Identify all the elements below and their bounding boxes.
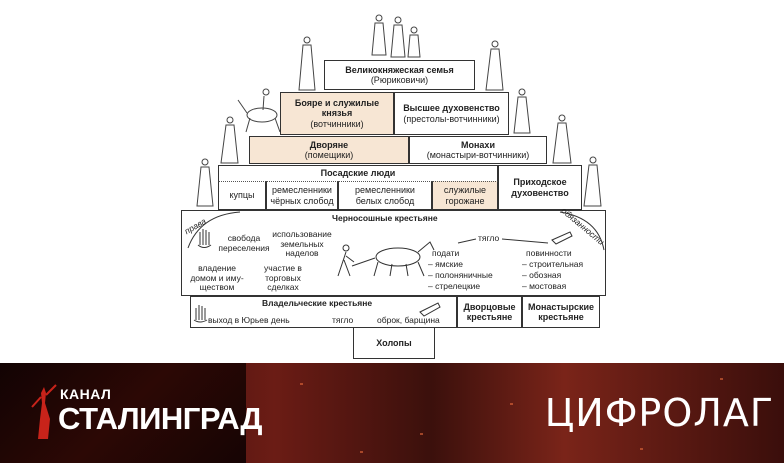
pointing-hand-icon [551, 231, 573, 245]
duty-item: – обозная [522, 270, 562, 280]
owner-peasants-box [190, 296, 457, 328]
tax-item: – полоняничные [428, 270, 493, 280]
raised-hand-icon [193, 305, 208, 323]
townsfolk-group-black: ремесленники чёрных слобод [266, 181, 338, 210]
parish-clergy-box: Приходское духовенство [498, 165, 582, 210]
tax-item: – ямские [428, 259, 463, 269]
raised-hand-icon [197, 229, 212, 248]
tyaglo-line-right [501, 238, 549, 244]
boyars-box: Бояре и служилые князья (вотчинники) [280, 92, 394, 135]
townsfolk-group-service: служилые горожане [432, 181, 498, 210]
black-sown-peasants-title: Черносошные крестьяне [332, 213, 438, 223]
higher-clergy-box: Высшее духовенство (престолы-вотчинники) [394, 92, 509, 135]
boyars-title: Бояре и служилые князья [294, 97, 380, 119]
channel-banner: КАНАЛ СТАЛИНГРАД ЦИФРОЛАГ [0, 363, 784, 463]
tier5-illustration [187, 211, 605, 277]
serfs-box: Холопы [353, 328, 435, 359]
townsfolk-group-merchants: купцы [218, 181, 266, 210]
townsfolk-group-label: ремесленники чёрных слобод [270, 185, 334, 206]
rights-arc [187, 211, 241, 249]
plowman-horse-icon [337, 241, 435, 277]
owner-item: тягло [332, 315, 354, 325]
duties-title: повинности [526, 248, 572, 258]
townsfolk-group-label: ремесленники белых слобод [355, 185, 415, 206]
duty-item: – строительная [522, 259, 584, 269]
owner-item: выход в Юрьев день [208, 315, 290, 325]
black-sown-peasants-box [181, 210, 606, 296]
figure-icon [371, 14, 387, 56]
right-freedom: свобода переселения [218, 233, 270, 253]
figure-icon [298, 36, 316, 91]
grand-ducal-family-subtitle: (Рюриковичи) [370, 75, 429, 85]
figure-icon [552, 114, 572, 164]
figure-icon [390, 16, 406, 58]
figure-icon [407, 26, 421, 58]
boyars-subtitle: (вотчинники) [310, 118, 364, 129]
monks-subtitle: (монастыри-вотчинники) [426, 150, 530, 160]
tax-item: – стрелецкие [428, 281, 481, 291]
monks-box: Монахи (монастыри-вотчинники) [409, 136, 547, 164]
figure-icon [513, 88, 531, 134]
figure-icon [196, 158, 214, 207]
tier6-illustration [193, 302, 441, 323]
townsfolk-group-white: ремесленники белых слобод [338, 181, 432, 210]
nobles-title: Дворяне [309, 139, 349, 150]
townsfolk-group-label: служилые горожане [443, 185, 487, 206]
tyaglo-line-left [457, 238, 477, 244]
social-hierarchy-diagram: Великокняжеская семья (Рюриковичи) Бояре… [181, 14, 607, 359]
right-property: владение домом и иму-ществом [190, 263, 244, 293]
channel-logo: КАНАЛ СТАЛИНГРАД [0, 363, 262, 463]
horse-rider-icon [237, 88, 281, 133]
higher-clergy-subtitle: (престолы-вотчинники) [403, 113, 500, 124]
figure-icon [220, 116, 239, 164]
serfs-title: Холопы [376, 337, 412, 348]
figures-illustration [196, 14, 602, 207]
duties-arc [559, 211, 605, 251]
figure-icon [485, 40, 504, 91]
channel-name: СТАЛИНГРАД [58, 401, 262, 436]
channel-prefix: КАНАЛ [60, 386, 112, 402]
nobles-subtitle: (помещики) [304, 150, 354, 160]
grand-ducal-family-box: Великокняжеская семья (Рюриковичи) [324, 60, 475, 90]
duty-item: – мостовая [522, 281, 567, 291]
monastery-peasants-box: Монастырские крестьяне [522, 296, 600, 328]
show-title: ЦИФРОЛАГ [544, 391, 774, 435]
monastery-peasants-title: Монастырские крестьяне [527, 301, 595, 322]
parish-clergy-title: Приходское духовенство [511, 177, 569, 198]
right-trade: участие в торговых сделках [264, 263, 302, 293]
grand-ducal-family-title: Великокняжеская семья [345, 64, 454, 75]
townsfolk-group-label: купцы [229, 190, 255, 201]
palace-peasants-title: Дворцовые крестьяне [463, 301, 516, 322]
higher-clergy-title: Высшее духовенство [403, 103, 500, 114]
motherland-statue-icon [31, 384, 57, 439]
tyaglo-label: тягло [478, 233, 500, 243]
taxes-title: подати [432, 248, 460, 258]
figure-icon [583, 156, 602, 207]
right-land: использование земельных наделов [272, 229, 332, 259]
palace-peasants-box: Дворцовые крестьяне [457, 296, 522, 328]
pointing-hand-icon [419, 302, 441, 317]
nobles-box: Дворяне (помещики) [249, 136, 409, 164]
monks-title: Монахи [461, 139, 495, 150]
owner-peasants-title: Владельческие крестьяне [262, 298, 373, 308]
owner-item: оброк, барщина [377, 315, 440, 325]
townsfolk-title: Посадские люди [320, 168, 396, 178]
